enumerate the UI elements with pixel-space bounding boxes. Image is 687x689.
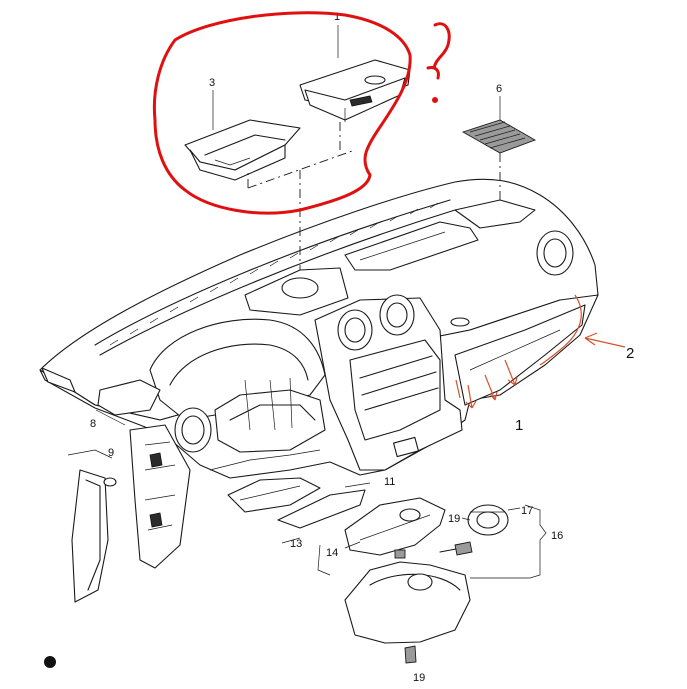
callout-1: 1 [334,11,340,23]
callout-8: 8 [90,418,96,430]
part-9-side-trim [67,449,113,603]
reference-dot [44,656,56,668]
part-1-storage-lid [299,59,411,122]
callout-11: 11 [384,476,395,488]
callout-16: 16 [551,530,563,542]
assembly-lines [212,25,501,270]
dashboard-panel [39,178,599,479]
annotation-label-2: 2 [626,345,634,362]
lower-column-shroud [344,561,471,664]
callout-3: 3 [209,77,215,89]
part-13-trim [277,489,366,544]
part-6-speaker-grille [461,119,537,154]
part-17-switch-ring [467,504,521,536]
callout-9: 9 [108,447,114,459]
bracket-16 [317,504,547,579]
screw-19-upper [439,517,473,556]
annotation-labels: 1 2 [515,345,634,434]
callout-19-upper: 19 [448,513,460,525]
red-circle-annotation [152,11,412,215]
callout-19-lower: 19 [413,672,425,684]
part-14-upper-shroud [344,497,446,559]
orange-arrows-1 [455,359,518,409]
callout-14: 14 [326,547,338,559]
part-3-storage-tray [184,119,301,181]
orange-arrow-2 [539,294,626,366]
defroster-vent-slots [109,202,439,346]
part-8-bracket [95,409,191,569]
callout-labels: 1 3 6 8 9 11 13 14 16 17 19 19 [90,11,563,684]
callout-17: 17 [521,505,533,517]
callout-6: 6 [496,83,502,95]
red-question-mark [426,22,451,103]
part-11-lower-trim [227,477,371,513]
callout-13: 13 [290,538,302,550]
annotation-label-1: 1 [515,417,523,434]
